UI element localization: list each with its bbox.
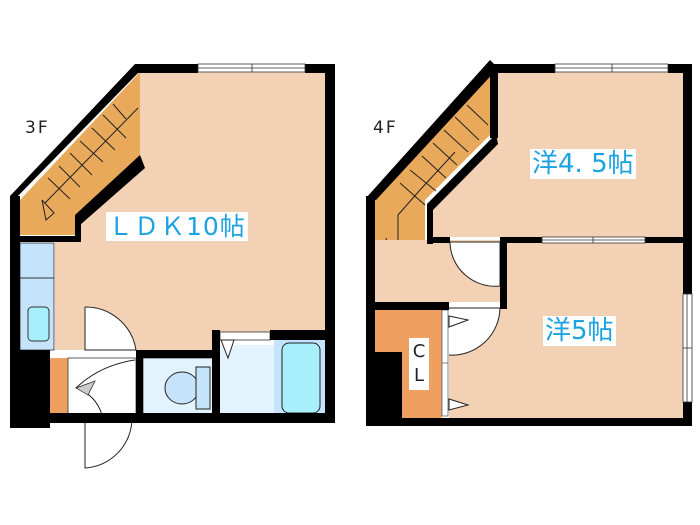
- washroom: [220, 345, 274, 415]
- shoe-cabinet: [48, 358, 68, 416]
- closet-label-c: C: [412, 341, 426, 362]
- door-frame: [219, 331, 271, 341]
- room-label-western-5: 洋5帖: [543, 316, 616, 346]
- stair-treads-3f: [44, 103, 139, 204]
- door-swing-icon: [84, 306, 137, 351]
- closet: [373, 310, 442, 418]
- staircase-4f: [375, 75, 490, 240]
- door-swing-icon: [84, 417, 133, 469]
- door-marker-icon: [448, 315, 470, 328]
- bathtub-icon: [281, 342, 321, 414]
- floor-label-4f: 4F: [373, 118, 398, 138]
- closet-label-l: L: [413, 365, 425, 386]
- stair-treads-4f: [397, 104, 489, 240]
- door-swing-icon: [449, 241, 501, 287]
- door-marker-icon: [448, 398, 470, 411]
- floor-3f-plan: [10, 63, 335, 469]
- floor-label-3f: 3F: [25, 118, 50, 138]
- kitchen-sink: [27, 306, 50, 342]
- room-label-ldk: ＬＤＫ10帖: [106, 212, 248, 241]
- closet-label: C L: [409, 338, 429, 390]
- ldk-room: [55, 72, 325, 350]
- stair-arrow-icon: [41, 199, 55, 221]
- walls-3f: [10, 64, 335, 428]
- staircase-3f: [20, 72, 140, 235]
- toilet-tank: [195, 366, 211, 410]
- door-marker-icon: [220, 339, 235, 360]
- toilet-icon: [164, 371, 200, 405]
- room-label-western-4-5: 洋4. 5帖: [530, 149, 636, 179]
- floor-4f-plan: [366, 60, 693, 426]
- walls-4f: [366, 60, 692, 426]
